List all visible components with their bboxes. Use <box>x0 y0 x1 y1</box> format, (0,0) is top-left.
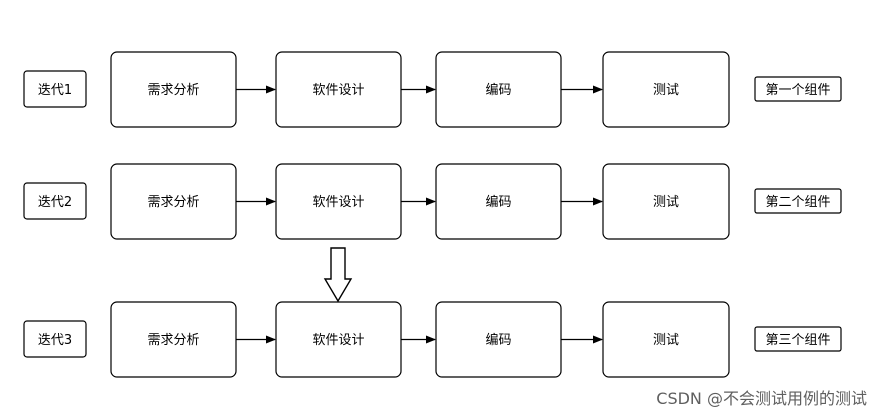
iteration-label-3: 迭代3 <box>38 333 72 348</box>
step-label-coding-3: 编码 <box>485 333 511 348</box>
step-label-design-1: 软件设计 <box>312 83 364 98</box>
component-label-1: 第一个组件 <box>765 83 830 98</box>
step-label-testing-1: 测试 <box>653 83 679 98</box>
step-box-testing-1 <box>602 51 730 128</box>
step-label-design-3: 软件设计 <box>312 333 364 348</box>
component-label-2: 第二个组件 <box>765 195 830 210</box>
iteration-row-3: 迭代3 需求分析 软件设计 编码 测试 第三个组件 <box>23 301 842 378</box>
step-box-testing-3 <box>602 301 730 378</box>
iteration-row-2: 迭代2 需求分析 软件设计 编码 测试 第二个组件 <box>23 163 842 240</box>
iteration-label-box-3 <box>23 320 87 358</box>
component-label-3: 第三个组件 <box>765 333 830 348</box>
component-box-2 <box>754 188 842 214</box>
iteration-label-1: 迭代1 <box>38 83 72 98</box>
step-label-analysis-3: 需求分析 <box>147 333 199 348</box>
iteration-label-box-1 <box>23 70 87 108</box>
iteration-label-2: 迭代2 <box>38 195 72 210</box>
step-label-analysis-2: 需求分析 <box>147 195 199 210</box>
step-label-design-2: 软件设计 <box>312 195 364 210</box>
iteration-row-1: 迭代1 需求分析 软件设计 编码 测试 第一个组件 <box>23 51 842 128</box>
component-box-1 <box>754 76 842 102</box>
step-label-analysis-1: 需求分析 <box>147 83 199 98</box>
iteration-label-box-2 <box>23 182 87 220</box>
step-label-coding-2: 编码 <box>485 195 511 210</box>
hollow-down-arrow <box>323 247 353 303</box>
step-label-coding-1: 编码 <box>485 83 511 98</box>
step-label-testing-3: 测试 <box>653 333 679 348</box>
csdn-watermark: CSDN @不会测试用例的测试 <box>656 389 867 408</box>
step-box-testing-2 <box>602 163 730 240</box>
step-label-testing-2: 测试 <box>653 195 679 210</box>
component-box-3 <box>754 326 842 352</box>
